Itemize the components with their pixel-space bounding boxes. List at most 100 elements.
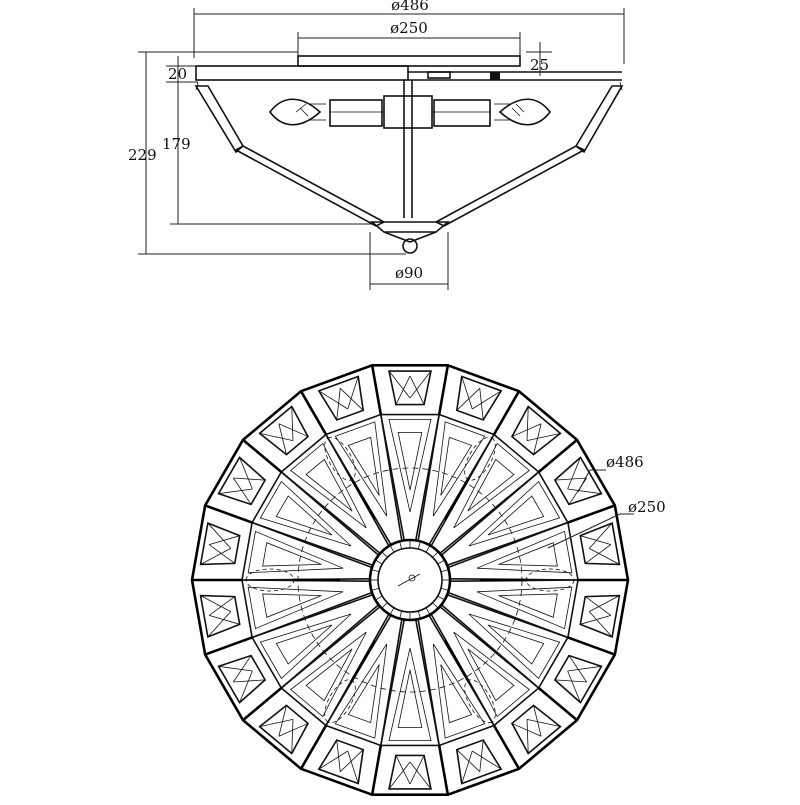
dimension-height-shade: 179 xyxy=(162,56,372,225)
dimension-top-plate: 20 xyxy=(166,65,198,83)
hub-notch xyxy=(417,610,421,619)
inner-facet-core xyxy=(275,495,333,536)
inner-facet xyxy=(334,643,388,739)
inner-facet-core xyxy=(440,436,473,496)
inner-facet xyxy=(388,418,432,513)
facet-diagonal xyxy=(318,750,348,770)
inner-facet xyxy=(468,480,561,547)
bulb-socket xyxy=(443,477,471,521)
facet-diagonal xyxy=(278,723,309,737)
label-height-shade: 179 xyxy=(162,135,191,153)
inner-facet xyxy=(468,613,561,680)
facet-diagonal xyxy=(567,670,581,703)
inner-facet xyxy=(453,442,530,529)
facet-diagonal xyxy=(395,375,411,405)
label-canopy-thickness: 25 xyxy=(530,56,549,74)
hub-notch xyxy=(432,551,439,558)
bulb-icon xyxy=(464,436,496,481)
facet-diagonal xyxy=(347,376,359,410)
hub-notch xyxy=(399,541,403,550)
facet-diagonal xyxy=(208,535,240,545)
inner-facet-core xyxy=(397,669,423,728)
facet-diagonal xyxy=(239,670,253,703)
label-top-plate: 20 xyxy=(168,65,187,83)
hub-notch xyxy=(389,607,395,615)
label-top-canopy-diameter: ø250 xyxy=(628,498,666,516)
facet-diagonal xyxy=(233,679,266,683)
facet-diagonal xyxy=(533,423,542,455)
inner-facet-core xyxy=(498,542,558,567)
facet-diagonal xyxy=(526,719,561,727)
inner-facet xyxy=(259,613,352,680)
dimension-canopy-thickness: 25 xyxy=(526,42,552,76)
facet-edge xyxy=(537,438,578,474)
spoke xyxy=(414,619,440,746)
facet-diagonal xyxy=(200,595,231,612)
hub-notch xyxy=(417,541,421,550)
center-stem xyxy=(329,80,491,218)
facet-diagonal xyxy=(207,522,232,549)
facet-diagonal xyxy=(207,611,232,638)
hub-notch xyxy=(371,569,380,573)
bulb-icon xyxy=(525,568,575,592)
inner-facet-core xyxy=(305,648,353,702)
hub-notch xyxy=(437,559,445,565)
hub-notch xyxy=(381,551,388,558)
bulb-socket xyxy=(349,477,377,521)
facet-diagonal xyxy=(533,705,542,737)
bulb-icon xyxy=(245,568,295,592)
outer-facet xyxy=(553,654,603,704)
inner-facet xyxy=(247,530,344,574)
inner-facet-core xyxy=(467,458,515,512)
facet-edge xyxy=(437,365,450,415)
bulb-icon xyxy=(324,679,356,724)
inner-facet-core xyxy=(487,624,545,665)
facet-edge xyxy=(204,504,253,524)
facet-diagonal xyxy=(461,376,473,410)
facet-diagonal xyxy=(291,406,294,441)
inner-facet xyxy=(334,421,388,517)
inner-facet-core xyxy=(440,664,473,724)
spoke xyxy=(380,619,403,746)
facet-edge xyxy=(492,390,521,436)
spoke xyxy=(280,604,380,689)
facet-diagonal xyxy=(580,535,612,545)
bulb-icon xyxy=(324,436,356,481)
hub-notch xyxy=(437,595,445,601)
dimension-top-overall-diameter: ø486 xyxy=(577,453,644,493)
facet-diagonal xyxy=(584,596,612,616)
top-view: ø486 ø250 xyxy=(190,364,666,796)
facet-diagonal xyxy=(278,423,309,437)
hub-notch xyxy=(399,610,403,619)
facet-edge xyxy=(204,636,253,656)
facet-diagonal xyxy=(479,388,484,420)
facet-diagonal xyxy=(554,477,587,481)
outer-facet xyxy=(579,594,621,639)
facet-diagonal xyxy=(567,665,602,672)
inner-facet xyxy=(259,480,352,547)
facet-diagonal xyxy=(479,740,484,772)
facet-diagonal xyxy=(388,370,411,399)
inner-facet-core xyxy=(487,495,545,536)
dimension-canopy-diameter: ø250 xyxy=(297,19,521,66)
facet-edge xyxy=(567,636,616,656)
facet-diagonal xyxy=(461,750,473,784)
spoke xyxy=(446,594,569,639)
facet-diagonal xyxy=(409,755,425,785)
facet-diagonal xyxy=(347,750,359,784)
bulb-socket xyxy=(349,639,377,683)
outer-facet xyxy=(510,704,562,755)
facet-edge xyxy=(492,724,521,770)
inner-facet-core xyxy=(498,593,558,618)
facet-diagonal xyxy=(567,457,581,490)
inner-facet xyxy=(290,442,367,529)
facet-diagonal xyxy=(409,375,425,405)
facet-edge xyxy=(242,438,283,474)
facet-diagonal xyxy=(278,705,287,737)
outer-facet xyxy=(199,521,241,566)
spoke xyxy=(380,414,406,541)
outer-facet xyxy=(510,405,562,456)
facet-diagonal xyxy=(589,595,620,612)
facet-diagonal xyxy=(208,544,236,564)
spoke xyxy=(417,414,440,541)
